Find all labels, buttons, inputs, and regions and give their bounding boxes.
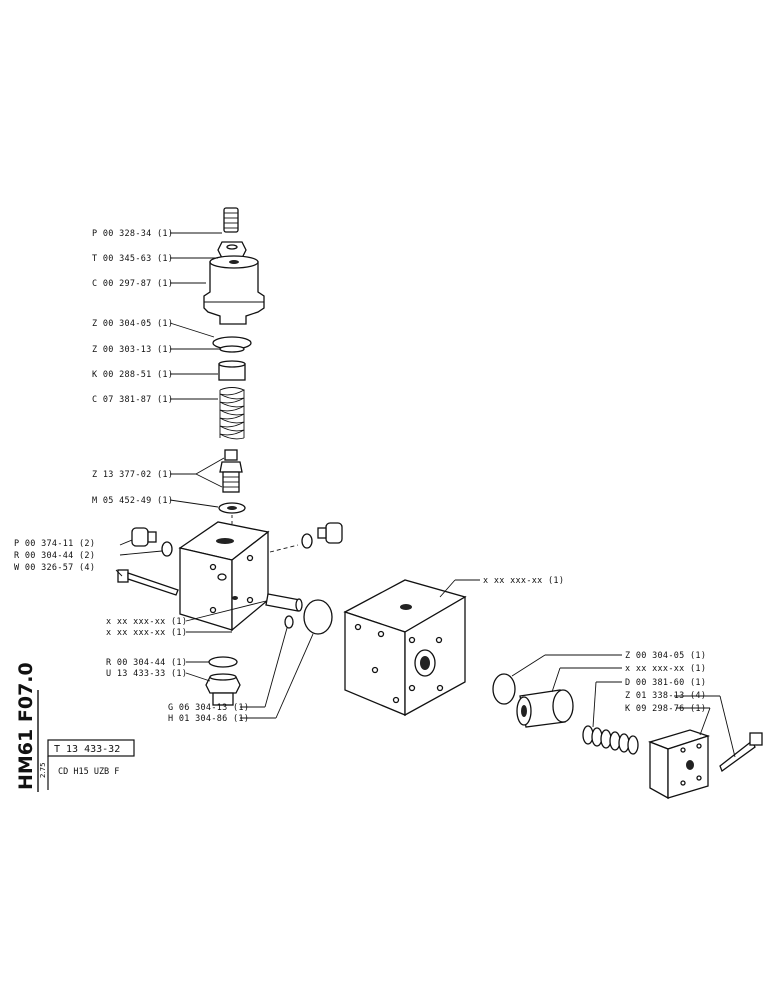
valve-poppet-part [219,449,243,493]
valve-block-left [178,521,270,632]
washer-part [218,502,246,514]
pin-part [265,593,303,612]
piston-part [516,689,574,728]
seal-ring-left [161,541,173,557]
label-r-00-304-44-2: R 00 304-44 (2) [14,551,95,561]
label-z-00-303-13: Z 00 303-13 (1) [92,345,173,355]
large-o-ring [303,599,333,635]
label-z-13-377-02: Z 13 377-02 (1) [92,470,173,480]
label-c-00-297-87: C 00 297-87 (1) [92,279,173,289]
fitting-part [205,673,241,706]
main-block [343,579,467,717]
label-r-00-304-44-1: R 00 304-44 (1) [106,658,187,668]
small-ring [284,615,294,629]
ring-lower [208,656,238,668]
label-k-00-288-51: K 00 288-51 (1) [92,370,173,380]
label-k-09-298-76: K 09 298-76 (1) [625,704,706,714]
end-cap-block [648,729,711,800]
label-g-06-304-13: G 06 304-13 (1) [168,703,249,713]
label-u-13-433-33: U 13 433-33 (1) [106,669,187,679]
label-t-00-345-63: T 00 345-63 (1) [92,254,173,264]
label-m-05-452-49: M 05 452-49 (1) [92,496,173,506]
set-screw-part [223,207,239,233]
ring-part [219,345,245,353]
label-p-00-328-34: P 00 328-34 (1) [92,229,173,239]
bolt-right-part [719,732,763,773]
label-z-00-304-05-right: Z 00 304-05 (1) [625,651,706,661]
label-main-block: x xx xxx-xx (1) [483,576,564,586]
bolt-part [117,569,179,596]
label-unassigned-2: x xx xxx-xx (1) [106,628,187,638]
label-c-07-381-87: C 07 381-87 (1) [92,395,173,405]
label-h-01-304-86: H 01 304-86 (1) [168,714,249,724]
part-number: T 13 433-32 [54,744,120,755]
label-d-00-381-60: D 00 381-60 (1) [625,678,706,688]
label-w-00-326-57: W 00 326-57 (4) [14,563,95,573]
spring-part [219,387,246,440]
revision-date: 2.75 [39,762,47,778]
spring-seat-part [218,360,246,381]
spring-right-part [582,725,639,755]
drawing-id: HM61 F07.0 [15,662,37,790]
plug-left-part [131,527,157,547]
plug-right-part [317,522,343,544]
label-p-00-374-11: P 00 374-11 (2) [14,539,95,549]
seal-ring-right [301,533,313,549]
cap-part [203,255,265,325]
o-ring-right [492,673,516,705]
description: CD H15 UZB F [58,767,119,777]
label-z-00-304-05: Z 00 304-05 (1) [92,319,173,329]
label-pin-unassigned: x xx xxx-xx (1) [106,617,187,627]
nut-part [217,241,247,259]
title-block: HM61 F07.0 2.75 T 13 433-32 CD H15 UZB F [15,662,135,792]
label-piston-unassigned: x xx xxx-xx (1) [625,664,706,674]
label-z-01-338-13: Z 01 338-13 (4) [625,691,706,701]
